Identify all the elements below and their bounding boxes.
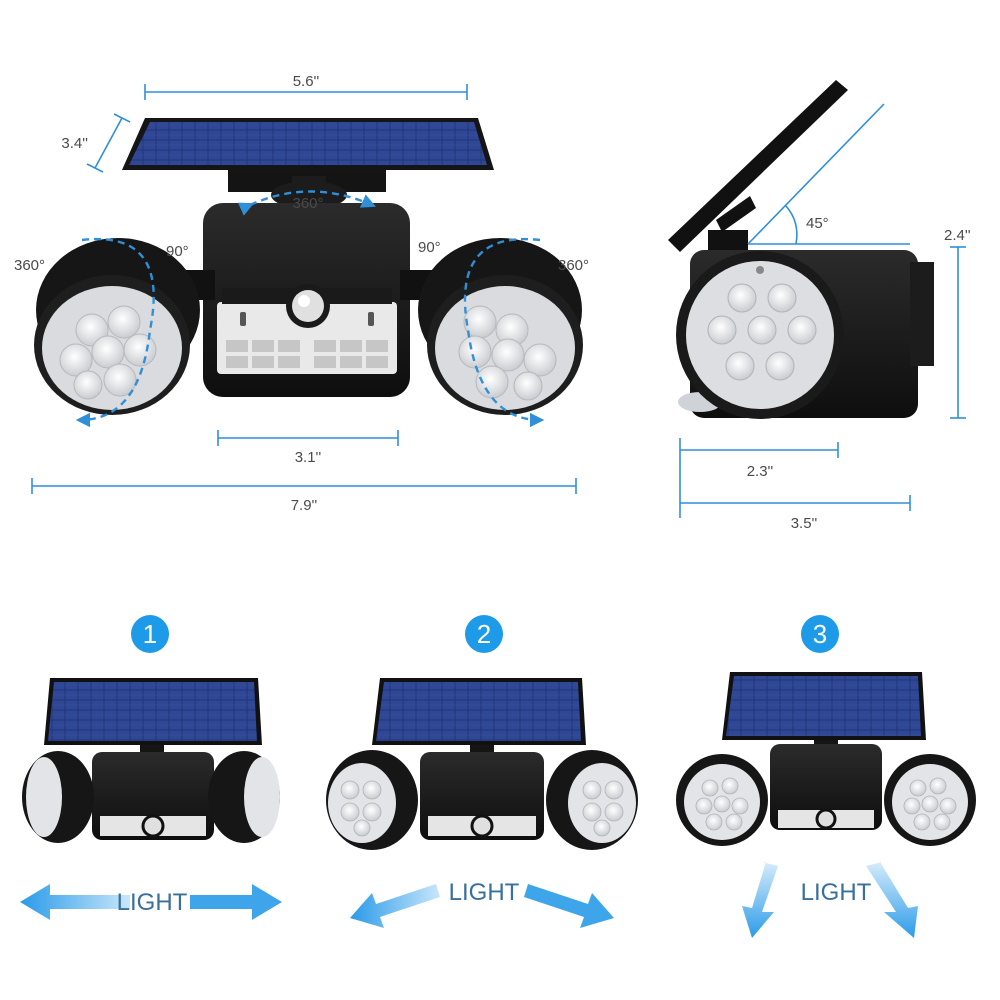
dim-total-depth: 3.5'' (680, 495, 911, 532)
panel-width-label: 5.6'' (293, 73, 320, 90)
total-depth-label: 3.5'' (791, 515, 818, 532)
dim-panel-width: 5.6'' (144, 73, 468, 100)
mode-2-label: LIGHT (449, 879, 520, 906)
mode-3-badge (801, 615, 839, 653)
head-depth-label: 2.3'' (747, 463, 774, 480)
mode-1-number: 1 (143, 619, 157, 649)
solar-panel (122, 118, 494, 192)
panel-depth-label: 3.4'' (61, 135, 88, 152)
mode-1-arrow (20, 884, 282, 920)
height-label: 2.4'' (944, 227, 971, 244)
dim-total-width: 7.9'' (31, 478, 577, 514)
dim-height: 2.4'' (944, 227, 971, 419)
mode-1: 1 LIGHT (20, 615, 282, 920)
mode-3-label: LIGHT (801, 879, 872, 906)
angle-panel-tilt-label: 45° (806, 215, 829, 232)
mode-1-badge (131, 615, 169, 653)
mode-2-badge (465, 615, 503, 653)
mode-2: 2 LIGHT (326, 615, 638, 928)
side-body (676, 250, 934, 419)
total-width-label: 7.9'' (291, 497, 318, 514)
dim-panel-depth: 3.4'' (61, 113, 131, 173)
body-width-label: 3.1'' (295, 449, 322, 466)
angle-right-rotate-label: 360° (558, 257, 589, 274)
left-rotation-arc (75, 237, 155, 428)
mode-3-number: 3 (813, 619, 827, 649)
angle-left-rotate-label: 360° (14, 257, 45, 274)
angle-left-tilt-label: 90° (166, 243, 189, 260)
dim-body-width: 3.1'' (217, 430, 399, 466)
mode-1-label: LIGHT (117, 889, 188, 916)
side-view: 45° 2.4'' 2.3'' (668, 80, 971, 532)
mode-3-arrow (742, 862, 918, 938)
mode-3: 3 LIGHT (676, 615, 976, 938)
dim-head-depth: 2.3'' (679, 438, 839, 518)
mode-2-arrow (350, 884, 614, 928)
front-view: 5.6'' 3.4'' 3.1'' 7.9'' 360° 360° 360° 9… (14, 73, 589, 514)
mode-3-product (676, 672, 976, 846)
angle-top-label: 360° (292, 195, 323, 212)
mode-1-product (22, 678, 280, 843)
right-light-head (400, 238, 583, 415)
angle-right-tilt-label: 90° (418, 239, 441, 256)
top-rotation-arc (237, 190, 376, 216)
left-light-head (34, 238, 215, 415)
tilted-panel (668, 80, 848, 252)
mode-2-product (326, 678, 638, 850)
mode-2-number: 2 (477, 619, 491, 649)
